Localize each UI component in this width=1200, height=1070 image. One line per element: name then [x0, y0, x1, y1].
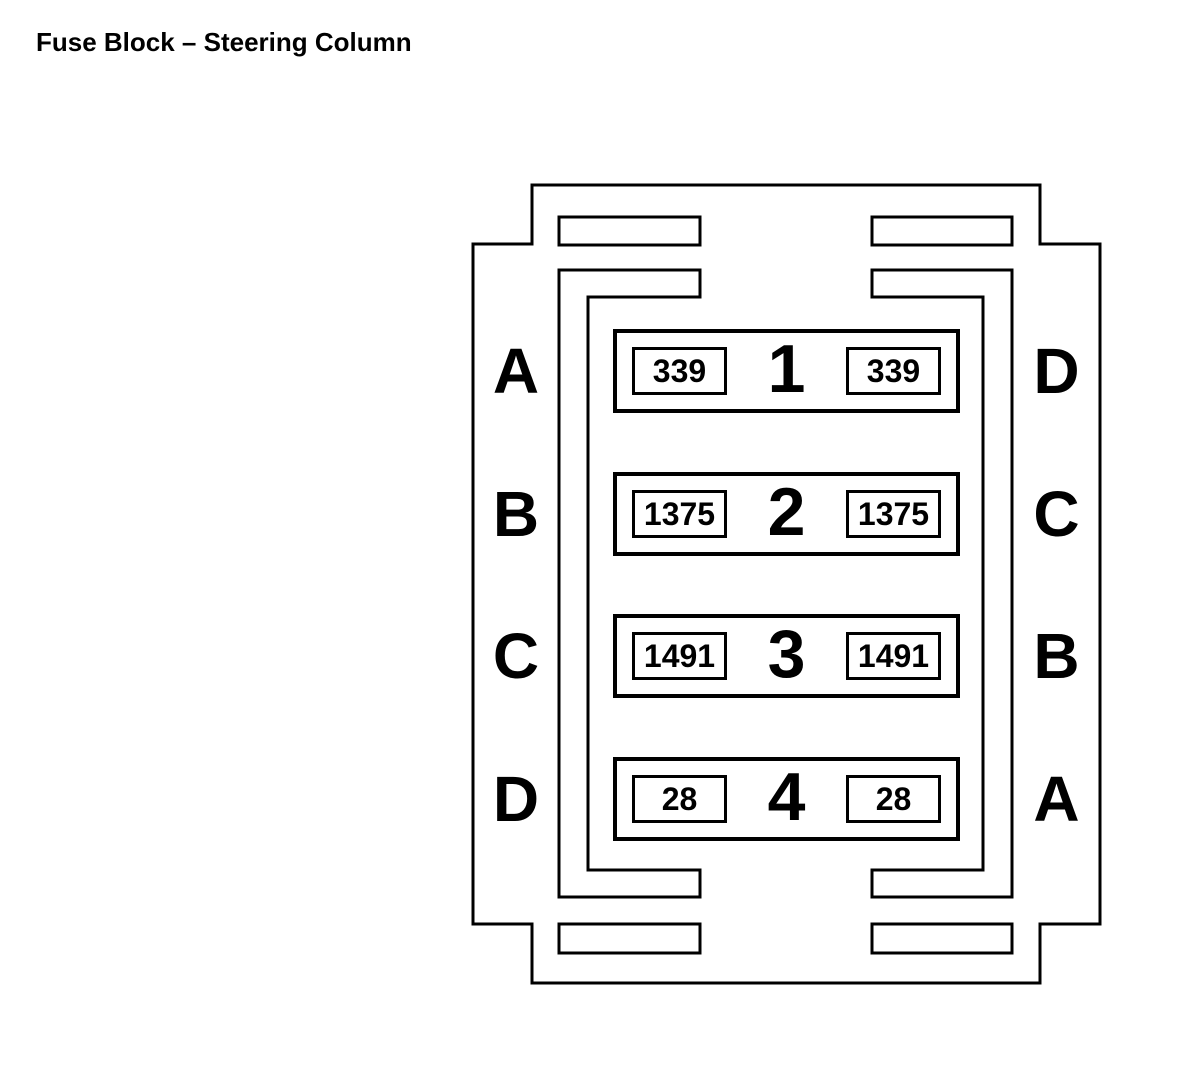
- pin-label-left-a: A: [492, 335, 540, 407]
- pin-label-right-b: B: [1033, 620, 1080, 692]
- fuse-cavity-row-3: 1491 3 1491: [613, 614, 960, 698]
- row1-left-circuit-box: 339: [632, 347, 727, 395]
- row1-right-circuit-box: 339: [845, 347, 941, 395]
- row2-left-circuit-box: 1375: [632, 490, 727, 538]
- pin-label-right-a: A: [1033, 763, 1080, 835]
- row2-right-circuit-box: 1375: [845, 490, 941, 538]
- pin-label-right-c: C: [1033, 478, 1080, 550]
- row4-right-circuit-box: 28: [845, 775, 941, 823]
- connector-body-outline: [473, 185, 1100, 983]
- fuse-cavity-row-1: 339 1 339: [613, 329, 960, 413]
- pin-label-left-c: C: [492, 620, 540, 692]
- row4-left-circuit-box: 28: [632, 775, 727, 823]
- page-title: Fuse Block – Steering Column: [36, 27, 412, 57]
- inner-housing-right-wall: [872, 270, 1012, 897]
- pin-label-right-d: D: [1033, 335, 1080, 407]
- fuse-cavity-row-2: 1375 2 1375: [613, 472, 960, 556]
- row4-cavity-number: 4: [767, 759, 806, 835]
- row1-cavity-number: 1: [767, 331, 806, 407]
- mounting-slot-top-left: [559, 217, 700, 245]
- pin-label-left-d: D: [492, 763, 540, 835]
- pin-label-left-b: B: [492, 478, 540, 550]
- row2-cavity-number: 2: [767, 474, 806, 550]
- inner-housing-left-wall: [559, 270, 700, 897]
- row3-right-circuit-box: 1491: [845, 632, 941, 680]
- mounting-slot-bottom-right: [872, 924, 1012, 953]
- row3-left-circuit-box: 1491: [632, 632, 727, 680]
- fuse-cavity-row-4: 28 4 28: [613, 757, 960, 841]
- mounting-slot-bottom-left: [559, 924, 700, 953]
- row3-cavity-number: 3: [767, 616, 806, 692]
- mounting-slot-top-right: [872, 217, 1012, 245]
